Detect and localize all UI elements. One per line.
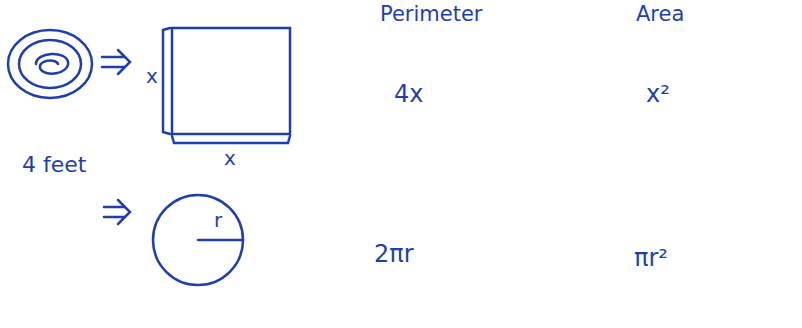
rope-coil [19, 40, 81, 88]
column-heading: Perimeter [380, 2, 482, 27]
formula: πr² [634, 244, 668, 273]
dimension-bracket [172, 136, 290, 143]
circle-shape [153, 195, 243, 285]
dimension-bracket [163, 28, 170, 134]
dimension-label: x [146, 64, 158, 88]
implies-arrow [102, 50, 130, 74]
formula: 2πr [374, 240, 414, 269]
dimension-label: x [224, 146, 236, 170]
column-heading: Area [636, 2, 684, 27]
length-label: 4 feet [22, 152, 86, 178]
radius-line [198, 239, 243, 242]
square-shape [172, 28, 290, 134]
formula: x² [646, 80, 670, 109]
implies-arrow [104, 200, 130, 224]
rope-coil [8, 30, 92, 98]
dimension-label: r [214, 208, 222, 232]
rope-coil [36, 54, 68, 74]
formula: 4x [394, 80, 423, 109]
